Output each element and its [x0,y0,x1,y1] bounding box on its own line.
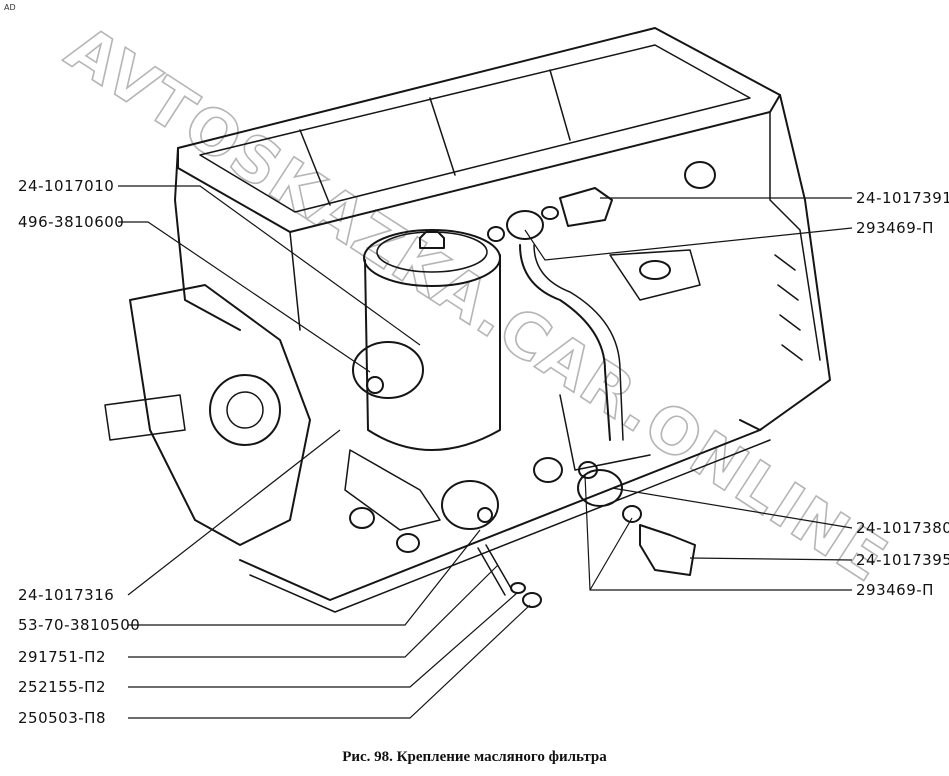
spring-washer [510,582,526,594]
mounting-boss [609,249,701,301]
leader-24-1017395 [689,557,853,561]
filter-bracket [344,449,441,531]
leader-291751 [128,564,499,658]
corner-mark: AD [4,3,16,12]
filter-center-bolt [419,231,445,249]
label-293469-p-bottom: 293469-П [856,581,934,599]
block-right-side [739,94,831,431]
block-top-inner [199,44,751,213]
oil-filter-top [363,229,501,287]
leader-293469-bottom [584,474,852,591]
watermark-text: AVTOSKAZKA.CAR.ONLINE [54,11,901,596]
label-250503-p8: 250503-П8 [18,709,106,727]
banjo-bolt-bottom [639,524,696,576]
label-24-1017395: 24-1017395 [856,551,949,569]
leader-24-1017380 [611,487,853,529]
label-24-1017380: 24-1017380 [856,519,949,537]
front-housing [129,284,311,546]
label-24-1017010: 24-1017010 [18,177,115,195]
drain-valve [441,480,499,530]
banjo-bolt-top [559,187,613,227]
label-53-70-3810500: 53-70-3810500 [18,616,141,634]
leader-293469-top [524,227,853,261]
figure-caption: Рис. 98. Крепление масляного фильтра [342,749,607,765]
leader-496-3810600 [118,221,371,373]
leader-24-1017010 [118,185,421,346]
label-291751-p2: 291751-П2 [18,648,106,666]
label-496-3810600: 496-3810600 [18,213,125,231]
bypass-valve [352,341,424,399]
oil-pipe [519,244,611,441]
leader-250503 [128,604,531,719]
leader-252155 [128,592,518,688]
block-left-side [174,147,241,331]
stud [477,544,513,596]
label-24-1017391: 24-1017391 [856,189,949,207]
leader-24-1017316 [127,429,341,596]
leader-53-70-3810500 [128,529,481,626]
block-bottom-flange [239,429,761,601]
label-252155-p2: 252155-П2 [18,678,106,696]
label-24-1017316: 24-1017316 [18,586,115,604]
label-293469-p-top: 293469-П [856,219,934,237]
nut [522,592,542,608]
oil-filter-canister [364,254,501,451]
